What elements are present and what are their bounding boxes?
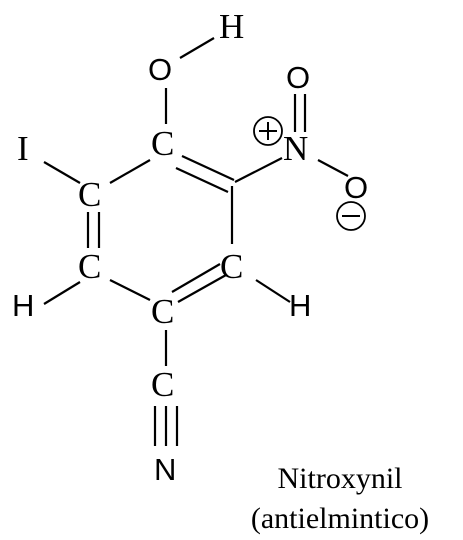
- atom-nitrile-n: N: [154, 452, 176, 487]
- bond-c-n-nitro: [234, 157, 283, 183]
- bond-chr-h: [255, 279, 291, 303]
- atom-c-oh: C: [151, 124, 174, 163]
- compound-name: Nitroxynil: [278, 462, 403, 495]
- atom-nitrile-c: C: [151, 365, 174, 404]
- bond-ccn-chr-a: [171, 263, 221, 293]
- atom-c-h-left: C: [78, 247, 101, 286]
- bond-chl-h: [43, 281, 81, 305]
- atom-c-h-right: C: [220, 247, 243, 286]
- atom-h-right: H: [289, 288, 311, 323]
- atoms: H O C I C C H C C H C N O O C N: [12, 7, 368, 487]
- atom-nitro-n: N: [283, 129, 308, 168]
- atom-hydroxyl-o: O: [148, 52, 172, 87]
- bond-ccn-chr-b: [177, 274, 227, 303]
- atom-h-left: H: [12, 288, 34, 323]
- bond-coh-cno2-b: [175, 167, 229, 193]
- atom-hydroxyl-h: H: [219, 7, 244, 46]
- negative-charge-icon: [336, 201, 366, 231]
- bond-coh-cno2-a: [181, 155, 235, 181]
- atom-nitro-o-right: O: [344, 170, 368, 205]
- compound-description: (antielmintico): [251, 502, 429, 535]
- atom-iodine: I: [17, 129, 29, 168]
- bond-n-o-right: [317, 159, 349, 177]
- positive-charge-icon: [253, 116, 283, 146]
- atom-nitro-o-top: O: [286, 60, 310, 95]
- atom-c-i: C: [78, 175, 101, 214]
- bonds: [43, 37, 349, 446]
- bond-i-c: [43, 161, 81, 184]
- bond-coh-ci: [109, 159, 151, 184]
- bond-chl-ccn: [109, 279, 151, 301]
- compound-caption: Nitroxynil (antielmintico): [251, 462, 429, 535]
- atom-c-cn: C: [151, 292, 174, 331]
- bond-o-h: [179, 37, 215, 59]
